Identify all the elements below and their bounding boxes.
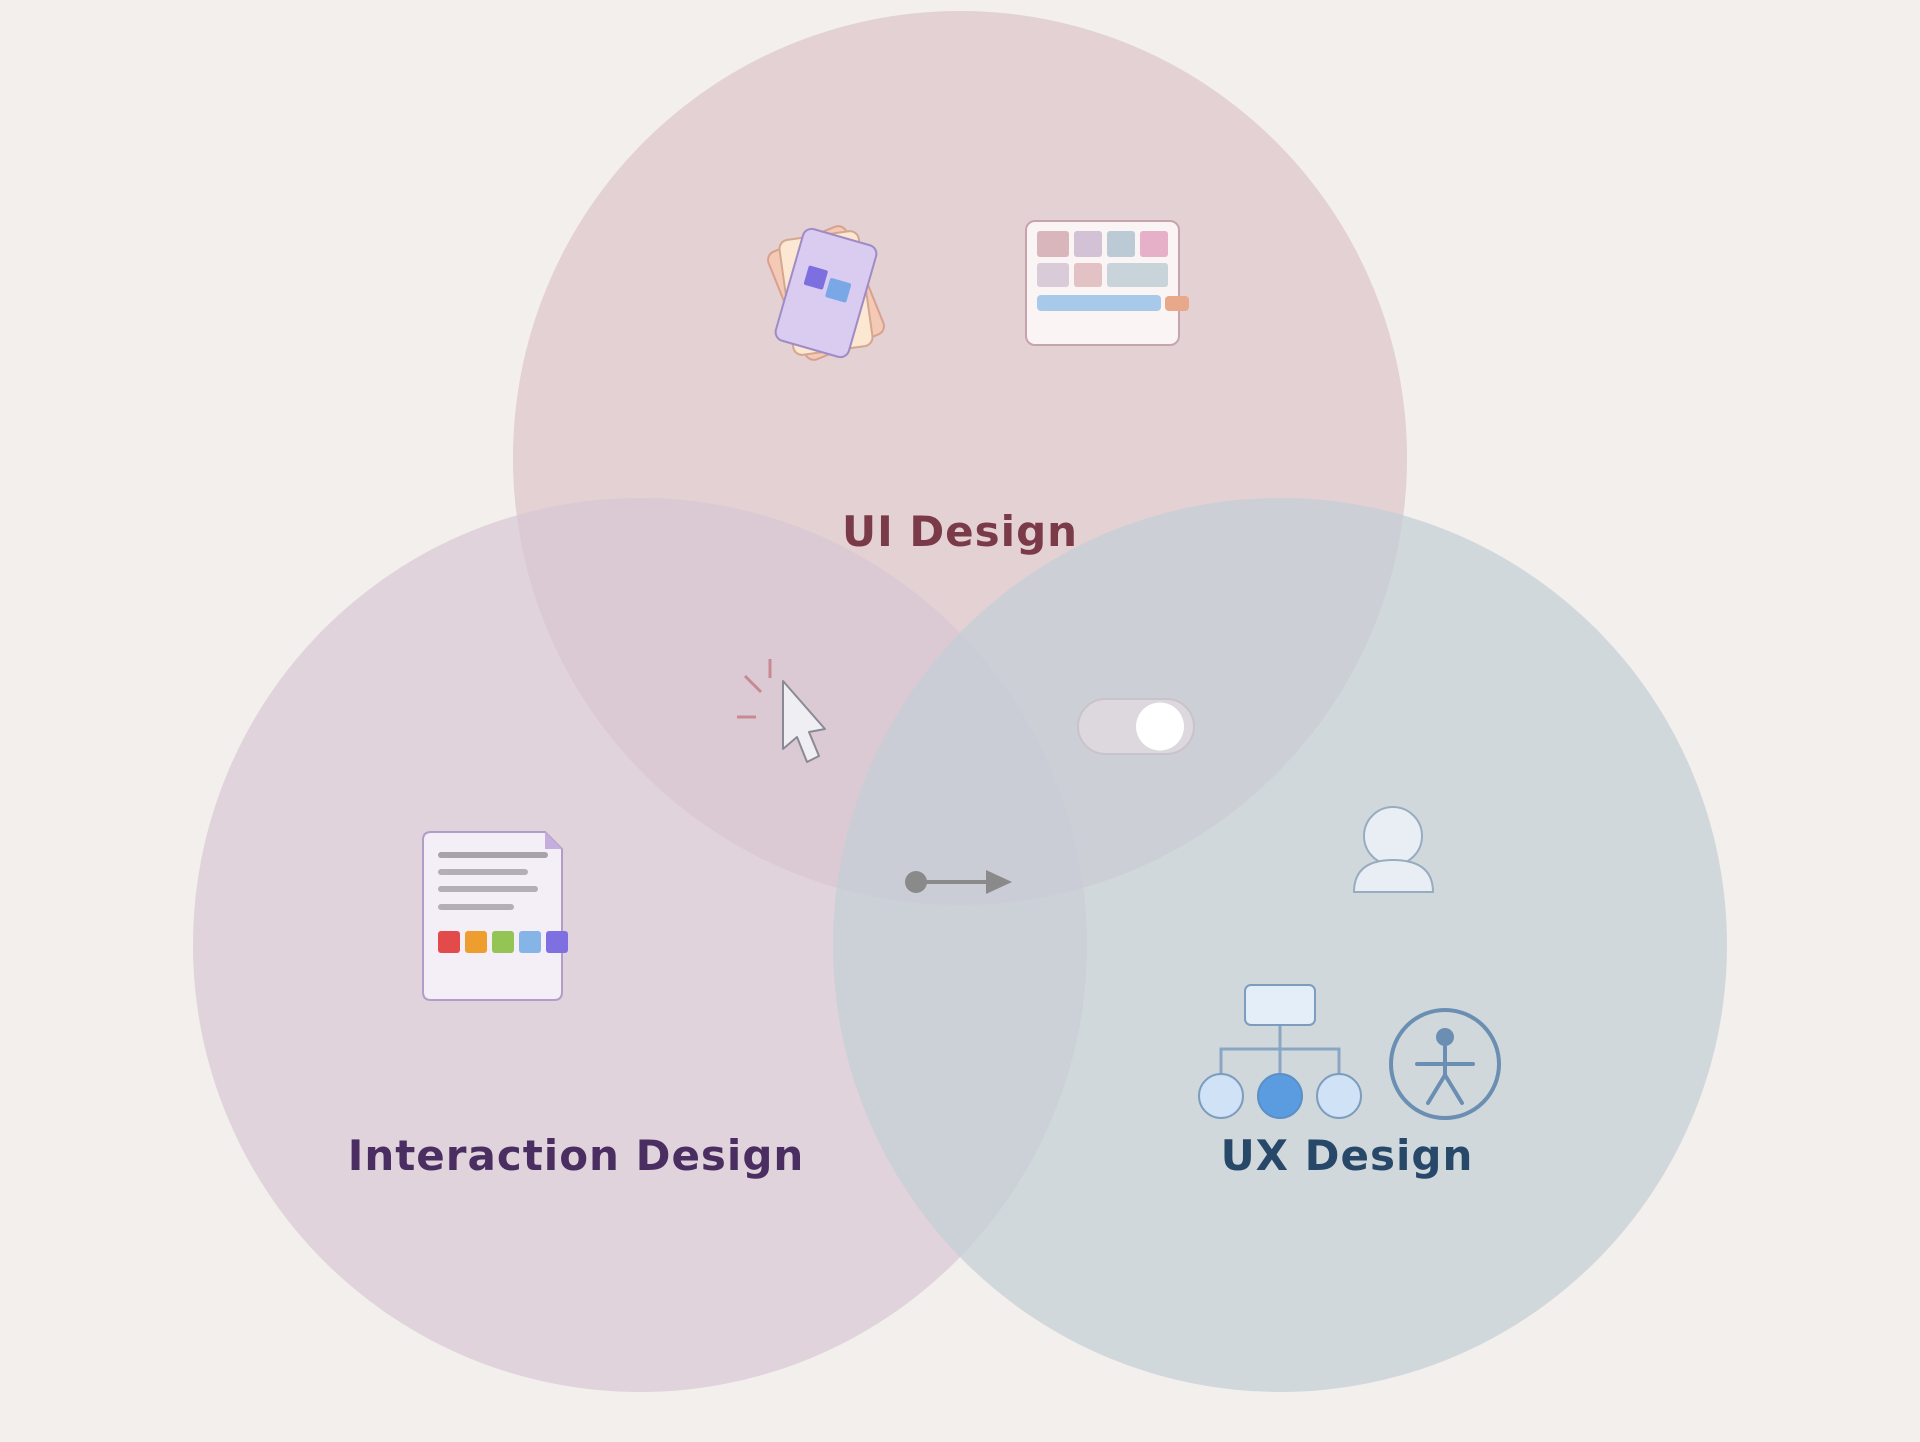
sitemap-icon xyxy=(1198,984,1362,1119)
flow-arrow-icon xyxy=(905,870,1012,894)
ui-design-label: UI Design xyxy=(842,507,1078,556)
ux-design-label: UX Design xyxy=(1221,1131,1474,1180)
interaction-design-label: Interaction Design xyxy=(348,1131,805,1180)
mobile-screens-icon xyxy=(767,225,885,361)
user-persona-icon xyxy=(1352,806,1435,893)
interaction-design-circle xyxy=(193,498,1087,1392)
component-library-icon xyxy=(1025,220,1189,346)
style-guide-document-icon xyxy=(422,831,568,1001)
ux-design-circle xyxy=(833,498,1727,1392)
toggle-switch-icon xyxy=(1077,698,1195,755)
cursor-click-icon xyxy=(737,659,826,763)
accessibility-icon xyxy=(1389,1008,1501,1120)
